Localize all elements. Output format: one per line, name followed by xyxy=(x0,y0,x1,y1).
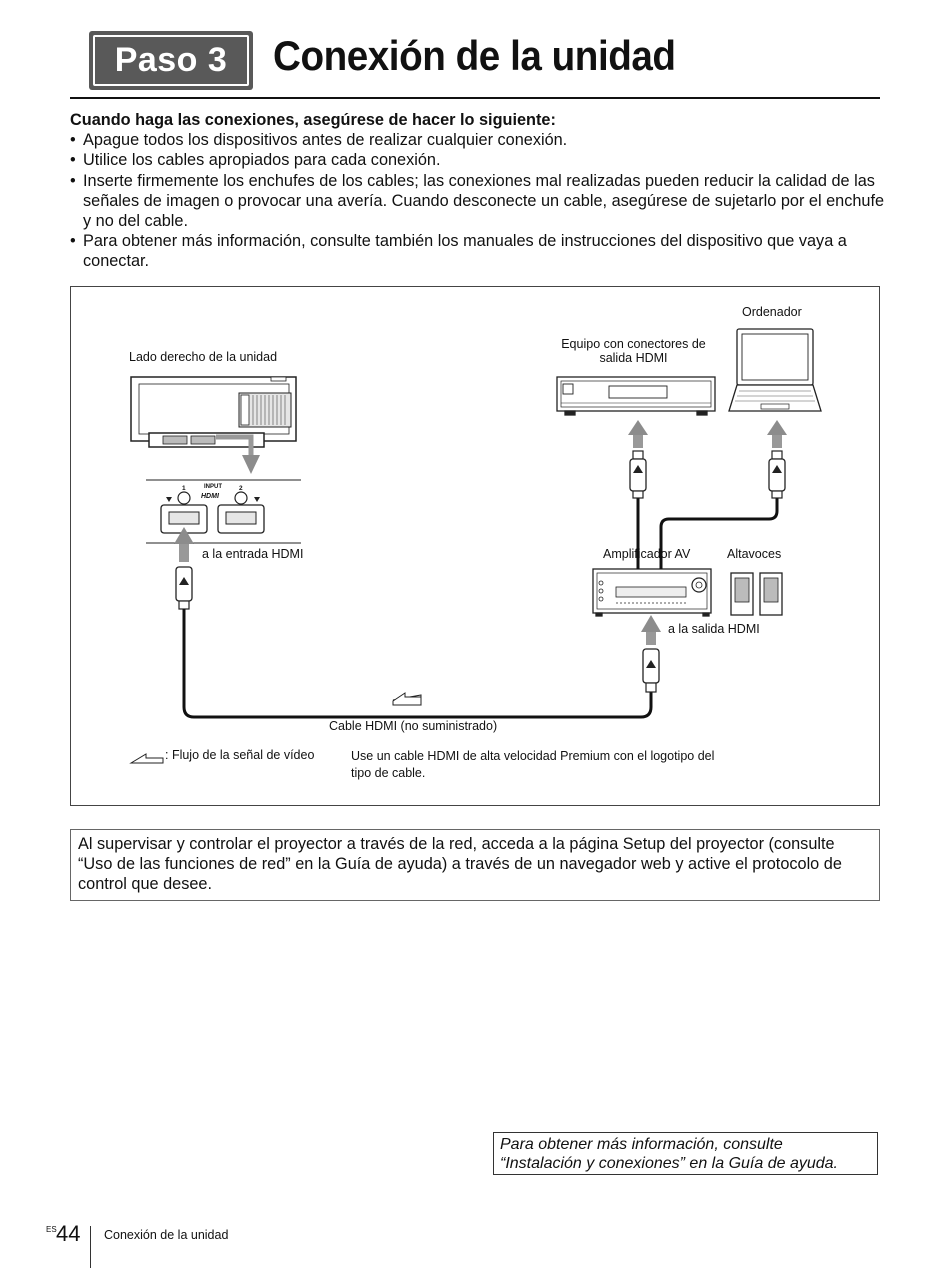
language-code: ES xyxy=(46,1225,57,1234)
list-item: Utilice los cables apropiados para cada … xyxy=(70,150,885,170)
list-item: Inserte firmemente los enchufes de los c… xyxy=(70,171,885,232)
hdmi-plug-icon xyxy=(175,566,193,610)
av-amplifier-icon xyxy=(592,568,712,617)
panel-port-2-label: 2 xyxy=(239,485,243,492)
intro-section: Cuando haga las conexiones, asegúrese de… xyxy=(70,110,885,272)
legend-signal-flow-label: : Flujo de la señal de vídeo xyxy=(165,748,315,762)
speakers-icon xyxy=(730,572,783,616)
hdmi-source-device-icon xyxy=(556,376,716,416)
computer-label: Ordenador xyxy=(742,305,802,319)
panel-port-1-label: 1 xyxy=(182,485,186,492)
hdmi-output-label: a la salida HDMI xyxy=(668,622,760,636)
hdmi-input-panel xyxy=(146,479,301,544)
network-note: Al supervisar y controlar el proyector a… xyxy=(70,829,880,901)
speakers-label: Altavoces xyxy=(727,547,782,561)
step-badge-label: Paso 3 xyxy=(93,35,249,86)
precaution-list: Apague todos los dispositivos antes de r… xyxy=(70,130,885,271)
panel-input-label: INPUT xyxy=(204,484,222,490)
hdmi-plug-icon xyxy=(629,450,647,499)
footer-section-title: Conexión de la unidad xyxy=(104,1228,229,1242)
hdmi-plug-icon xyxy=(642,648,660,693)
hdmi-source-device-label: Equipo con conectores de salida HDMI xyxy=(561,337,706,365)
hdmi-plug-icon xyxy=(768,450,786,499)
av-amplifier-label: Amplificador AV xyxy=(603,547,691,561)
projector-icon xyxy=(130,376,297,448)
help-guide-reference: Para obtener más información, consulte “… xyxy=(493,1132,878,1175)
unit-side-label: Lado derecho de la unidad xyxy=(129,350,278,364)
hdmi-input-label: a la entrada HDMI xyxy=(202,547,304,561)
footer-divider xyxy=(90,1226,91,1268)
list-item: Apague todos los dispositivos antes de r… xyxy=(70,130,885,150)
title-divider xyxy=(70,97,880,99)
hdmi-cable-label: Cable HDMI (no suministrado) xyxy=(329,719,498,733)
intro-heading: Cuando haga las conexiones, asegúrese de… xyxy=(70,111,556,129)
diagram-illustration xyxy=(129,328,822,764)
page-number: 44 xyxy=(56,1221,81,1246)
step-badge: Paso 3 xyxy=(89,31,253,90)
legend-cable-note: Use un cable HDMI de alta velocidad Prem… xyxy=(351,749,715,780)
list-item: Para obtener más información, consulte t… xyxy=(70,231,885,271)
connection-diagram: Lado derecho de la unidad 1 INPUT HDMI 2… xyxy=(70,286,880,806)
computer-icon xyxy=(728,328,822,412)
panel-hdmi-logo: HDMI xyxy=(201,493,219,500)
signal-flow-arrow-icon xyxy=(129,753,164,764)
page-title: Conexión de la unidad xyxy=(273,32,676,79)
